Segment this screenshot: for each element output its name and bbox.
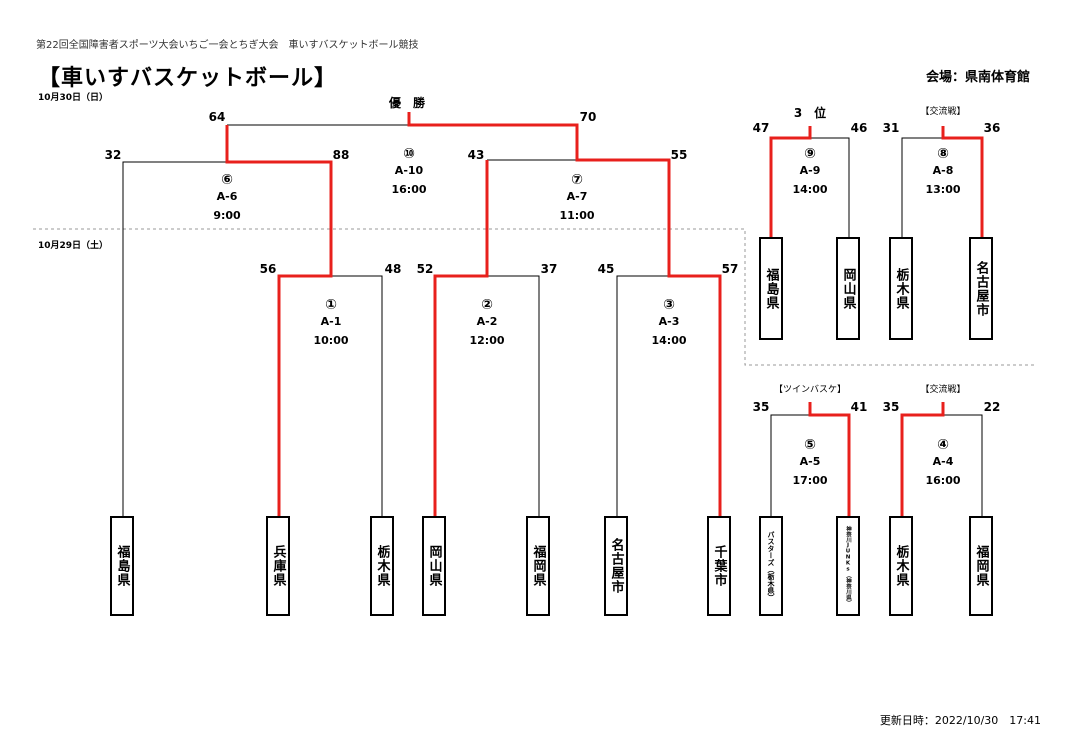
- match-time: 16:00: [925, 474, 961, 487]
- match-info-m1: ① A-1 10:00: [313, 297, 348, 347]
- match-number: ②: [481, 297, 493, 313]
- score-m1-left: 56: [259, 262, 277, 276]
- team-box: 神奈川JUNKs（神奈川県）: [836, 516, 860, 616]
- match-code: A-10: [394, 164, 424, 177]
- exchange-label-top: 【交流戦】: [920, 107, 966, 117]
- score-m8-left: 31: [882, 121, 900, 135]
- divider-dashed: [33, 228, 1035, 366]
- match-time: 9:00: [213, 209, 241, 222]
- match-info-m2: ② A-2 12:00: [469, 297, 504, 347]
- match-info-m5: ⑤ A-5 17:00: [792, 437, 827, 487]
- champion-label: 優 勝: [388, 96, 426, 110]
- match-code: A-7: [566, 190, 588, 203]
- score-m6-right: 88: [332, 148, 350, 162]
- score-m7-right: 55: [670, 148, 688, 162]
- bracket-winner-lines: [225, 112, 984, 516]
- team-box: 栃木県: [370, 516, 394, 616]
- bracket-black-lines: [122, 124, 983, 516]
- score-m5-left: 35: [752, 400, 770, 414]
- score-m5-right: 41: [850, 400, 868, 414]
- match-code: A-3: [658, 315, 680, 328]
- match-info-m8: ⑧ A-8 13:00: [925, 146, 960, 196]
- match-info-m7: ⑦ A-7 11:00: [559, 172, 594, 222]
- team-box: 兵庫県: [266, 516, 290, 616]
- score-m2-right: 37: [540, 262, 558, 276]
- match-info-m6: ⑥ A-6 9:00: [213, 172, 240, 222]
- score-m10-left: 64: [208, 110, 226, 124]
- match-code: A-8: [932, 164, 954, 177]
- score-m10-right: 70: [579, 110, 597, 124]
- match-code: A-6: [216, 190, 238, 203]
- score-m2-left: 52: [416, 262, 434, 276]
- match-time: 14:00: [792, 183, 828, 196]
- exchange-label-bottom: 【交流戦】: [920, 385, 966, 395]
- third-place-label: 3 位: [793, 106, 827, 120]
- match-time: 14:00: [651, 334, 687, 347]
- venue-label: 会場：県南体育館: [925, 70, 1030, 85]
- date-day2: 10月30日（日）: [38, 93, 109, 103]
- match-number: ⑧: [937, 146, 949, 162]
- score-m4-left: 35: [882, 400, 900, 414]
- date-day1: 10月29日（土）: [38, 241, 109, 251]
- match-number: ⑩: [403, 146, 415, 162]
- match-time: 17:00: [792, 474, 828, 487]
- score-m1-right: 48: [384, 262, 402, 276]
- team-box: 岡山県: [836, 237, 860, 340]
- page-title: 【車いすバスケットボール】: [38, 66, 338, 91]
- match-code: A-1: [320, 315, 342, 328]
- match-info-m9: ⑨ A-9 14:00: [792, 146, 827, 196]
- team-box: 千葉市: [707, 516, 731, 616]
- match-time: 13:00: [925, 183, 961, 196]
- score-m3-left: 45: [597, 262, 615, 276]
- score-m6-left: 32: [104, 148, 122, 162]
- score-m4-right: 22: [983, 400, 1001, 414]
- match-number: ①: [325, 297, 337, 313]
- match-number: ⑨: [804, 146, 816, 162]
- score-m9-left: 47: [752, 121, 770, 135]
- match-time: 11:00: [559, 209, 595, 222]
- match-number: ⑦: [571, 172, 583, 188]
- match-code: A-9: [799, 164, 821, 177]
- team-box: 福島県: [759, 237, 783, 340]
- team-box: 栃木県: [889, 516, 913, 616]
- team-box: 福岡県: [526, 516, 550, 616]
- team-box: 岡山県: [422, 516, 446, 616]
- match-time: 16:00: [391, 183, 427, 196]
- match-code: A-2: [476, 315, 498, 328]
- match-number: ③: [663, 297, 675, 313]
- score-m7-left: 43: [467, 148, 485, 162]
- twin-basket-label: 【ツインバスケ】: [773, 385, 847, 395]
- match-info-m10: ⑩ A-10 16:00: [391, 146, 426, 196]
- match-number: ④: [937, 437, 949, 453]
- match-time: 12:00: [469, 334, 505, 347]
- team-box: 栃木県: [889, 237, 913, 340]
- match-code: A-5: [799, 455, 821, 468]
- match-number: ⑤: [804, 437, 816, 453]
- match-info-m4: ④ A-4 16:00: [925, 437, 960, 487]
- score-m9-right: 46: [850, 121, 868, 135]
- match-time: 10:00: [313, 334, 349, 347]
- score-m3-right: 57: [721, 262, 739, 276]
- match-number: ⑥: [221, 172, 233, 188]
- match-code: A-4: [932, 455, 954, 468]
- updated-timestamp: 更新日時：2022/10/30 17:41: [879, 714, 1041, 727]
- team-box: 名古屋市: [604, 516, 628, 616]
- team-box: パスターズ（栃木県）: [759, 516, 783, 616]
- match-info-m3: ③ A-3 14:00: [651, 297, 686, 347]
- team-box: 福岡県: [969, 516, 993, 616]
- score-m8-right: 36: [983, 121, 1001, 135]
- event-subtitle: 第22回全国障害者スポーツ大会いちご一会とちぎ大会 車いすバスケットボール競技: [36, 40, 419, 51]
- team-box: 福島県: [110, 516, 134, 616]
- team-box: 名古屋市: [969, 237, 993, 340]
